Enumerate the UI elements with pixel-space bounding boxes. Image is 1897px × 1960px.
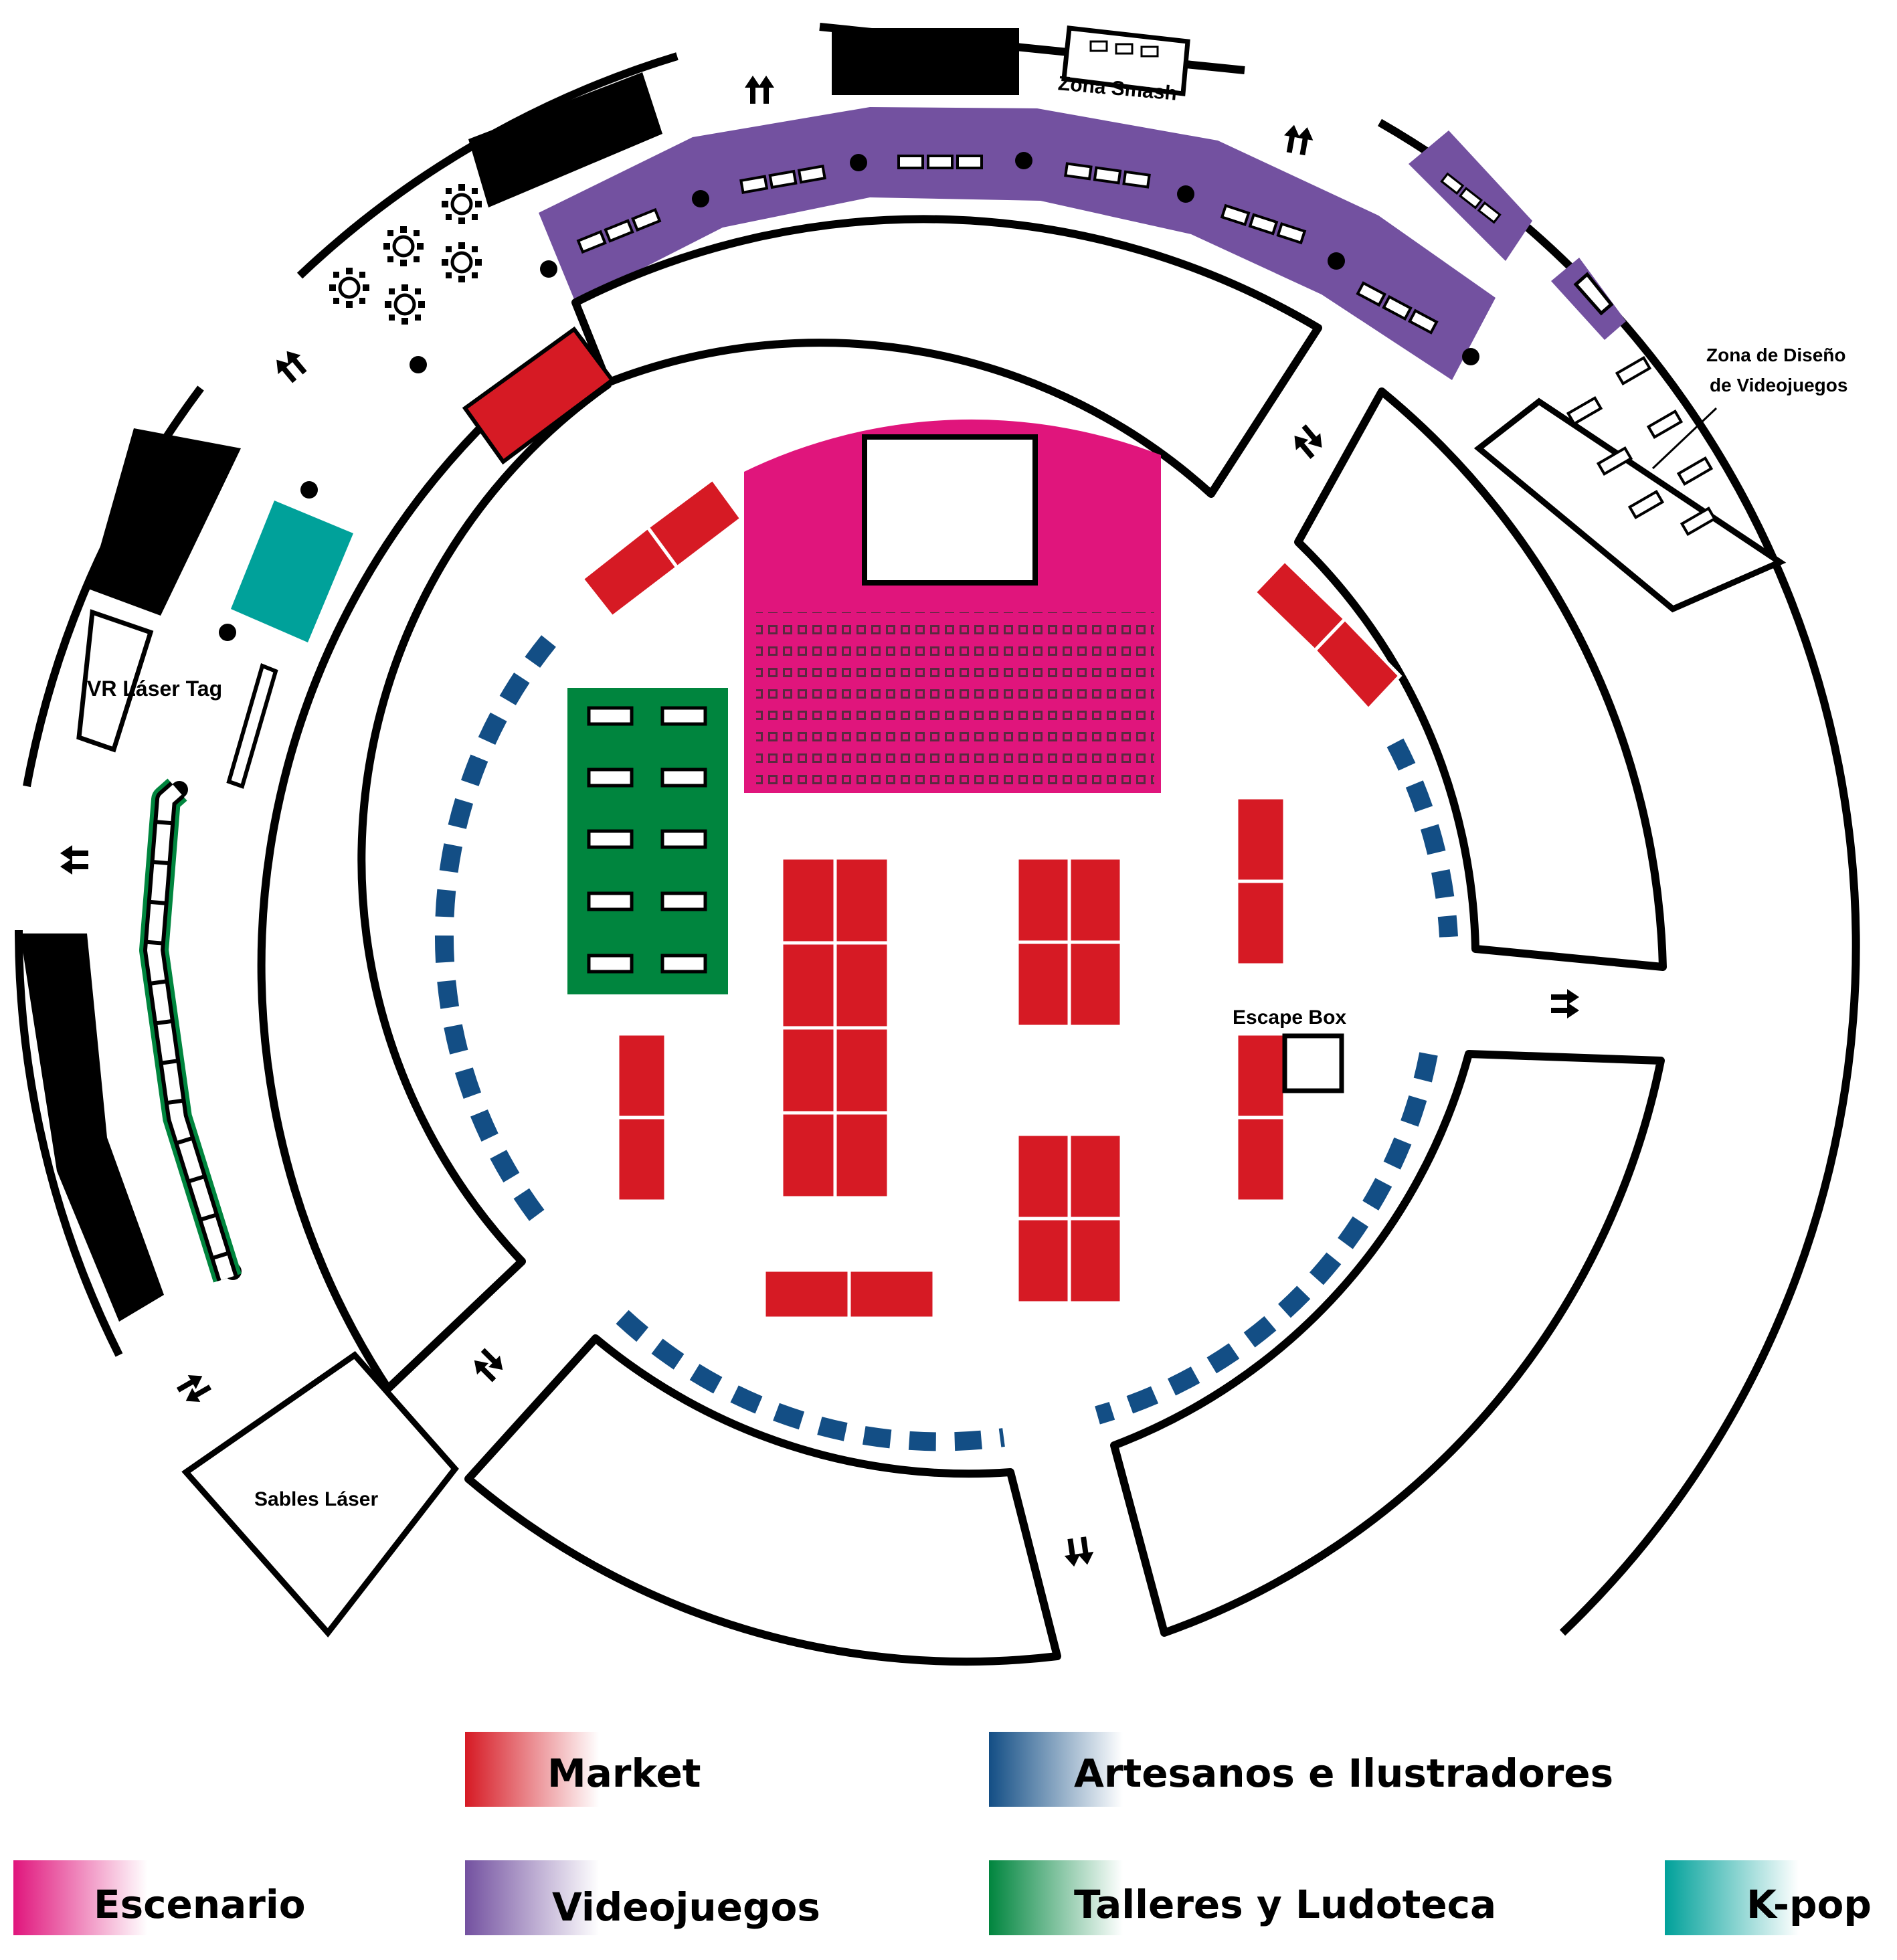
videojuegos-zone (539, 107, 1496, 380)
artesanos-stalls (434, 635, 1458, 1451)
vr-laser-tag: VR Láser Tag (76, 609, 222, 753)
legend-videojuegos-label: Videojuegos (552, 1884, 820, 1930)
zona-diseno-label-2: de Videojuegos (1710, 375, 1847, 395)
outer-wall-blocks (20, 28, 1019, 1322)
legend-kpop-label: K-pop (1746, 1882, 1872, 1927)
legend-escenario-label: Escenario (94, 1882, 306, 1927)
legend-kpop: K-pop (1665, 1860, 1872, 1935)
videojuegos-area (539, 107, 1496, 380)
side-booth (226, 662, 278, 789)
stage (862, 434, 1038, 586)
zona-diseno-videojuegos: Zona de Diseño de Videojuegos (1473, 345, 1847, 613)
kpop-zone (231, 501, 353, 642)
zona-diseno-label-1: Zona de Diseño (1706, 345, 1845, 365)
zona-smash: Zona Smash (1057, 25, 1190, 105)
sables-laser: Sables Láser (181, 1351, 459, 1638)
legend-market-label: Market (547, 1751, 701, 1796)
market-stalls (579, 476, 1403, 1320)
talleres-strip (139, 778, 242, 1283)
round-tables (329, 184, 482, 325)
legend-artesanos: Artesanos e Ilustradores (989, 1732, 1613, 1807)
legend-escenario: Escenario (13, 1860, 306, 1935)
legend-talleres-label: Talleres y Ludoteca (1074, 1882, 1496, 1927)
vr-laser-tag-label: VR Láser Tag (87, 677, 222, 701)
videojuegos-side-zones (1409, 130, 1626, 340)
talleres-ludoteca-zone (567, 688, 728, 994)
middle-ring-walls (257, 215, 1667, 1666)
legend: Market Artesanos e Ilustradores Escenari… (13, 1732, 1872, 1935)
legend-market: Market (465, 1732, 701, 1807)
legend-talleres: Talleres y Ludoteca (989, 1860, 1496, 1935)
sables-laser-label: Sables Láser (254, 1488, 378, 1510)
escape-box-label: Escape Box (1233, 1006, 1346, 1029)
market-ring-stalls (462, 326, 616, 465)
legend-artesanos-label: Artesanos e Ilustradores (1074, 1751, 1613, 1796)
escenario-zone (744, 419, 1161, 793)
escenario-seating (756, 612, 1154, 786)
escape-box: Escape Box (1233, 1006, 1346, 1093)
legend-videojuegos: Videojuegos (465, 1860, 820, 1935)
